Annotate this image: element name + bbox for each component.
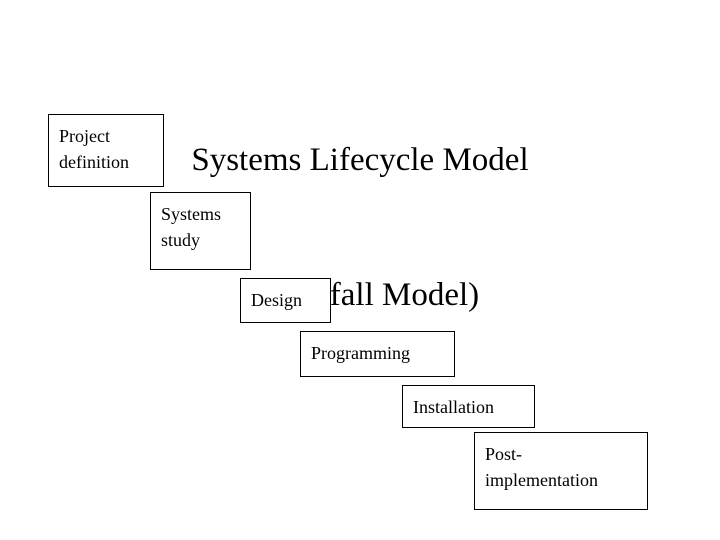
stage-box-project-definition[interactable]: Project definition [48, 114, 164, 187]
stage-box-design[interactable]: Design [240, 278, 331, 323]
stage-box-systems-study[interactable]: Systems study [150, 192, 251, 270]
stage-box-post-implementation[interactable]: Post- implementation [474, 432, 648, 510]
page-title-line-1: Systems Lifecycle Model [191, 142, 529, 178]
stage-box-programming[interactable]: Programming [300, 331, 455, 377]
page-title-line-2: (Waterfall Model) [240, 277, 480, 313]
stage-box-installation[interactable]: Installation [402, 385, 535, 428]
